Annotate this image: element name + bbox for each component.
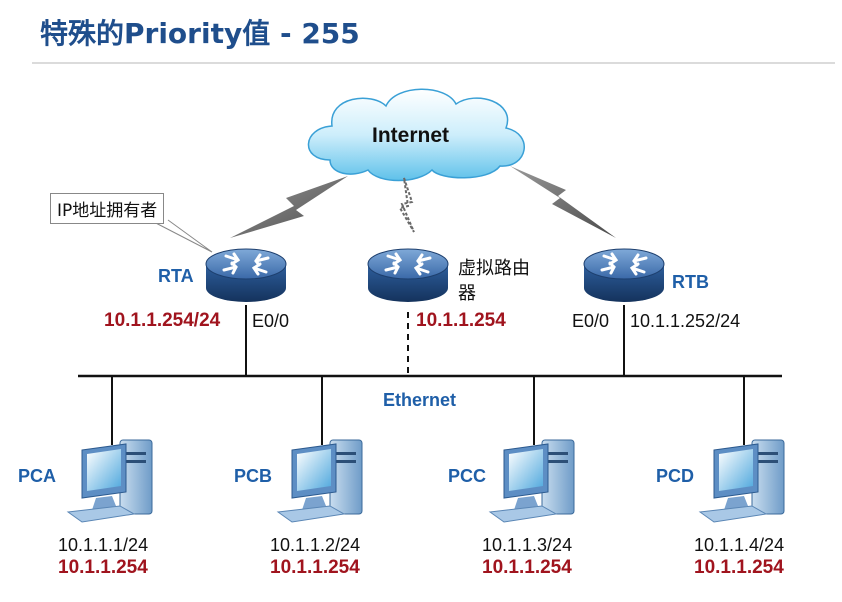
callout-pointer [149,219,213,253]
cloud-label: Internet [372,124,450,147]
pc-b[interactable] [277,439,363,523]
router-icon [204,247,288,304]
pca-gateway: 10.1.1.254 [58,557,148,578]
wan-link-rtb [510,166,616,238]
rta-name: RTA [158,266,194,286]
ethernet-label: Ethernet [383,390,457,410]
computer-icon [699,439,785,523]
pc-a[interactable] [67,439,153,523]
page-title: 特殊的Priority值 - 255 [40,17,360,50]
pcd-ip: 10.1.1.4/24 [694,535,785,555]
rtb-name: RTB [672,272,709,292]
pcb-name: PCB [234,466,273,486]
pc-d[interactable] [699,439,785,523]
virtual-router-name: 虚拟路由器 [458,258,530,304]
pcd-name: PCD [656,466,695,486]
computer-icon [489,439,575,523]
router-rtb[interactable] [582,247,666,304]
rta-ip: 10.1.1.254/24 [104,310,221,331]
ip-owner-callout: IP地址拥有者 [50,193,165,224]
router-virtual[interactable] [366,247,450,304]
virtual-router-ip: 10.1.1.254 [416,310,506,331]
computer-icon [67,439,153,523]
pc-c[interactable] [489,439,575,523]
pcc-name: PCC [448,466,487,486]
wan-link-rta [230,176,348,238]
pcd-gateway: 10.1.1.254 [694,557,784,578]
internet-cloud [307,88,525,182]
cloud-icon [307,88,525,182]
wan-link-virtual [398,177,415,233]
router-icon [582,247,666,304]
rta-interface: E0/0 [252,311,290,331]
rtb-interface: E0/0 [572,311,610,331]
pca-name: PCA [18,466,57,486]
router-icon [366,247,450,304]
pcb-gateway: 10.1.1.254 [270,557,360,578]
rtb-ip: 10.1.1.252/24 [630,311,741,331]
router-rta[interactable] [204,247,288,304]
drop-lines [111,305,745,445]
computer-icon [277,439,363,523]
pcc-gateway: 10.1.1.254 [482,557,572,578]
pcb-ip: 10.1.1.2/24 [270,535,361,555]
pcc-ip: 10.1.1.3/24 [482,535,573,555]
pca-ip: 10.1.1.1/24 [58,535,149,555]
